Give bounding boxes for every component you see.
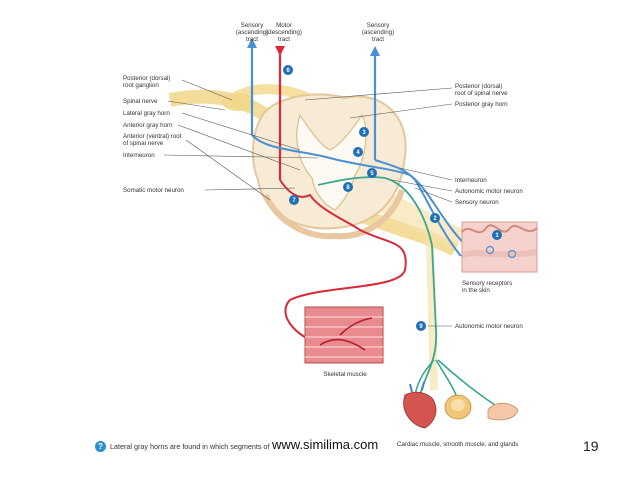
label-spinal-nerve: Spinal nerve xyxy=(123,98,158,105)
nerve-to-viscera xyxy=(426,239,438,391)
somatic-motor-path xyxy=(279,179,407,346)
svg-text:7: 7 xyxy=(292,198,296,204)
label-sensory-tract-right: Sensory (ascending) tract xyxy=(361,22,395,43)
autonomic-branch-gland xyxy=(437,359,496,406)
skeletal-muscle-block xyxy=(304,306,384,364)
marker-3: 3 xyxy=(359,127,369,137)
label-skeletal-muscle: Skeletal muscle xyxy=(323,371,367,378)
cord-base xyxy=(262,188,405,240)
label-sensory-receptors: Sensory receptors in the skin xyxy=(462,280,513,294)
marker-8: 8 xyxy=(343,182,353,192)
label-sensory-tract-left: Sensory (ascending) tract xyxy=(235,22,269,43)
question-icon: ? xyxy=(95,441,106,452)
label-anterior-root: Anterior (ventral) root of spinal nerve xyxy=(123,133,182,147)
leader-lines xyxy=(163,79,453,327)
label-interneuron-left: Interneuron xyxy=(123,152,155,159)
svg-text:1: 1 xyxy=(495,233,499,239)
marker-5: 5 xyxy=(367,168,377,178)
label-anterior-gray-horn: Anterior gray horn xyxy=(123,122,173,129)
sensory-tract-left-arrow xyxy=(247,38,257,48)
marker-6: 6 xyxy=(283,65,293,75)
review-question: ? Lateral gray horns are found in which … xyxy=(95,441,322,452)
gland-organ xyxy=(487,402,519,421)
label-posterior-gray-horn: Posterior gray horn xyxy=(455,101,508,108)
svg-text:2: 2 xyxy=(433,216,437,222)
sensory-receptor-1 xyxy=(485,245,495,255)
svg-text:6: 6 xyxy=(286,68,290,74)
label-posterior-root: Posterior (dorsal) root of spinal nerve xyxy=(455,83,508,97)
page-number: 19 xyxy=(583,438,599,454)
marker-9: 9 xyxy=(416,321,426,331)
label-motor-tract: Motor (descending) tract xyxy=(266,22,302,43)
question-text: Lateral gray horns are found in which se… xyxy=(110,442,323,451)
heart-illustration xyxy=(403,381,437,429)
motor-tract-arrow xyxy=(275,46,285,56)
svg-text:8: 8 xyxy=(346,185,350,191)
label-cardiac-smooth-glands: Cardiac muscle, smooth muscle, and gland… xyxy=(397,441,519,448)
label-sensory-neuron: Sensory neuron xyxy=(455,199,499,206)
sensory-tract-right-arrow xyxy=(370,46,380,56)
root-ganglion xyxy=(222,93,254,111)
label-autonomic-motor-neuron-lower: Autonomic motor neuron xyxy=(455,323,523,330)
marker-7: 7 xyxy=(289,195,299,205)
label-posterior-root-ganglion: Posterior (dorsal) root ganglion xyxy=(123,75,171,89)
svg-text:3: 3 xyxy=(362,130,366,136)
nerve-to-skin xyxy=(375,190,465,250)
smooth-muscle-organ xyxy=(444,394,472,420)
watermark: www.similima.com xyxy=(270,437,381,452)
skin-dermis xyxy=(461,249,538,258)
marker-1: 1 xyxy=(492,230,502,240)
autonomic-branch-heart xyxy=(414,359,435,396)
label-interneuron-right: Interneuron xyxy=(455,177,487,184)
marker-4: 4 xyxy=(353,147,363,157)
sensory-receptor-2 xyxy=(507,249,517,259)
label-somatic-motor-neuron: Somatic motor neuron xyxy=(123,187,184,194)
svg-text:5: 5 xyxy=(370,171,374,177)
label-autonomic-motor-neuron: Autonomic motor neuron xyxy=(455,188,523,195)
svg-text:9: 9 xyxy=(419,324,423,330)
skin-surface xyxy=(461,224,538,234)
label-lateral-gray-horn: Lateral gray horn xyxy=(123,110,170,117)
marker-2: 2 xyxy=(430,213,440,223)
svg-text:4: 4 xyxy=(356,150,360,156)
autonomic-branch-smooth xyxy=(435,359,457,396)
